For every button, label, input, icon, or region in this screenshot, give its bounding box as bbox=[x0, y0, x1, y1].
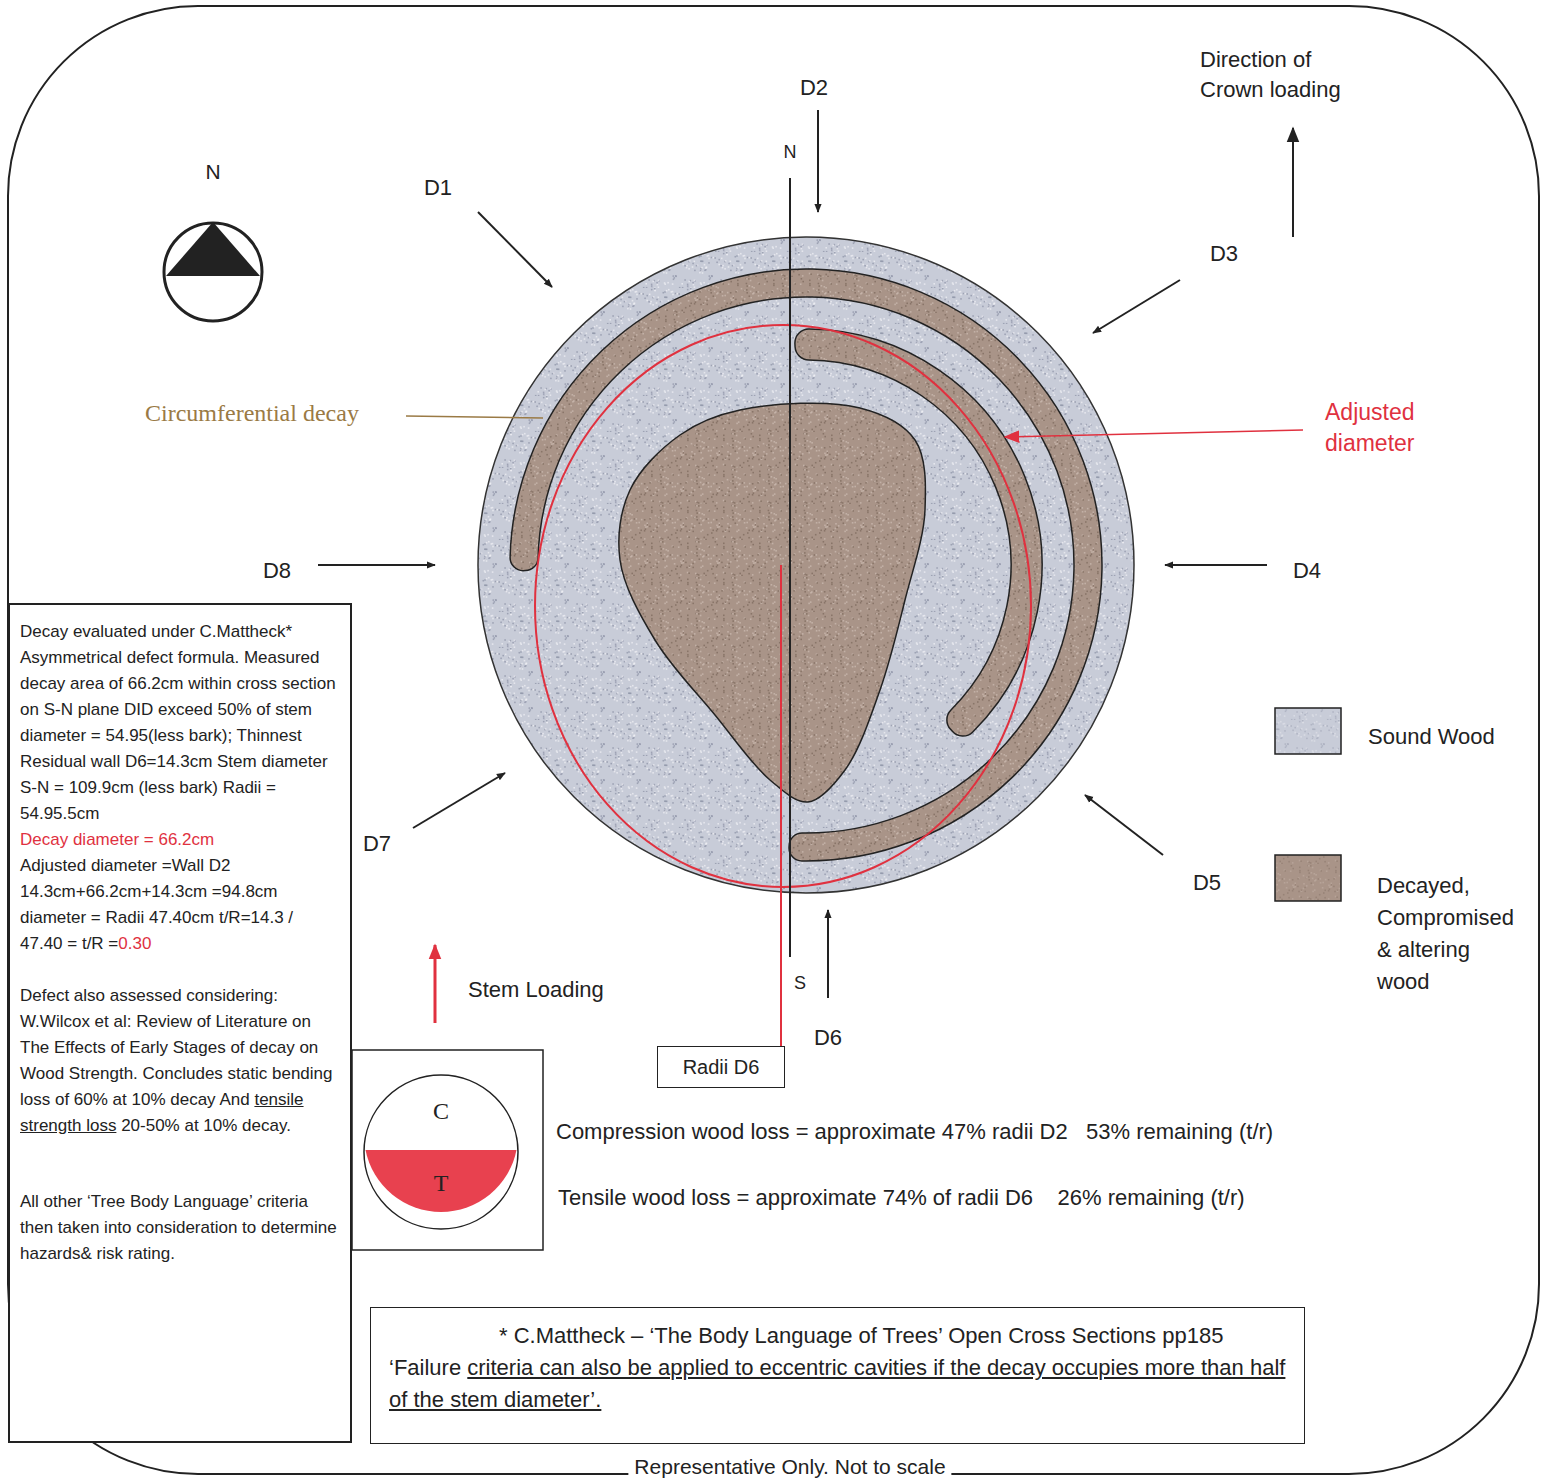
reference-box: * C.Mattheck – ‘The Body Language of Tre… bbox=[370, 1307, 1305, 1444]
circumferential-decay-band bbox=[510, 269, 1102, 861]
stress-letter: T bbox=[363, 1170, 519, 1197]
stress-circle: CT bbox=[363, 1074, 519, 1230]
notes-box: Decay evaluated under C.Mattheck* Asymme… bbox=[8, 603, 352, 1443]
radius-label-box: Radii D6 bbox=[657, 1046, 785, 1088]
compass-letter: N bbox=[205, 158, 220, 186]
central-decay bbox=[619, 403, 926, 802]
wood-loss-note: Tensile wood loss = approximate 74% of r… bbox=[558, 1183, 1245, 1213]
note-text: Adjusted diameter =Wall D2 14.3cm+66.2cm… bbox=[20, 856, 293, 953]
direction-label: D3 bbox=[1210, 239, 1238, 269]
callout-label: Circumferential decay bbox=[145, 397, 359, 429]
page-frame bbox=[8, 6, 1539, 1474]
axis-letter: N bbox=[784, 140, 797, 164]
leader-line bbox=[1005, 430, 1303, 437]
legend-swatch bbox=[1275, 708, 1341, 754]
stress-key-frame bbox=[352, 1050, 543, 1250]
direction-label: D8 bbox=[263, 556, 291, 586]
north-south-axis bbox=[789, 178, 791, 957]
direction-label: D7 bbox=[363, 829, 391, 859]
stem-loading-arrow bbox=[434, 945, 437, 1023]
note-text: 20-50% at 10% decay. bbox=[121, 1116, 291, 1135]
direction-label: D1 bbox=[424, 173, 452, 203]
direction-label: D5 bbox=[1193, 868, 1221, 898]
note-text: criteria can also be applied to eccentri… bbox=[389, 1355, 1285, 1412]
legend-swatch bbox=[1275, 855, 1341, 901]
note-text: Decay diameter = 66.2cm bbox=[20, 830, 214, 849]
north-compass bbox=[164, 222, 262, 321]
stress-circle-shape bbox=[363, 1074, 519, 1230]
leader-line bbox=[406, 416, 543, 418]
stress-letter: C bbox=[363, 1098, 519, 1125]
loading-label: Direction of Crown loading bbox=[1200, 45, 1368, 104]
caption: Representative Only. Not to scale bbox=[628, 1453, 951, 1481]
direction-label: D2 bbox=[800, 73, 828, 103]
direction-label: D4 bbox=[1293, 556, 1321, 586]
legend-text: Decayed, Compromised & altering wood bbox=[1377, 870, 1527, 998]
legend-texture bbox=[1276, 856, 1340, 900]
radius-line bbox=[780, 565, 782, 1046]
adjusted-diameter-ring bbox=[535, 325, 1031, 887]
measurement-arrows bbox=[318, 110, 1293, 998]
legend bbox=[1275, 708, 1341, 901]
note-text: 0.30 bbox=[118, 934, 151, 953]
note-text: * C.Mattheck – ‘The Body Language of Tre… bbox=[499, 1323, 1223, 1348]
stem-cross-section bbox=[478, 237, 1134, 893]
loading-label: Stem Loading bbox=[468, 975, 604, 1005]
legend-texture bbox=[1276, 709, 1340, 753]
note-text: Decay evaluated under C.Mattheck* Asymme… bbox=[20, 622, 336, 823]
note-text: ‘Failure bbox=[389, 1355, 461, 1380]
wood-loss-note: Compression wood loss = approximate 47% … bbox=[556, 1117, 1273, 1147]
axis-letter: S bbox=[794, 971, 806, 995]
legend-text: Sound Wood bbox=[1368, 721, 1495, 753]
note-text: Radii D6 bbox=[683, 1056, 760, 1078]
direction-label: D6 bbox=[814, 1023, 842, 1053]
note-text: All other ‘Tree Body Language’ criteria … bbox=[20, 1192, 337, 1263]
callout-label: Adjusted diameter bbox=[1325, 397, 1443, 459]
decay-areas bbox=[510, 269, 1102, 861]
